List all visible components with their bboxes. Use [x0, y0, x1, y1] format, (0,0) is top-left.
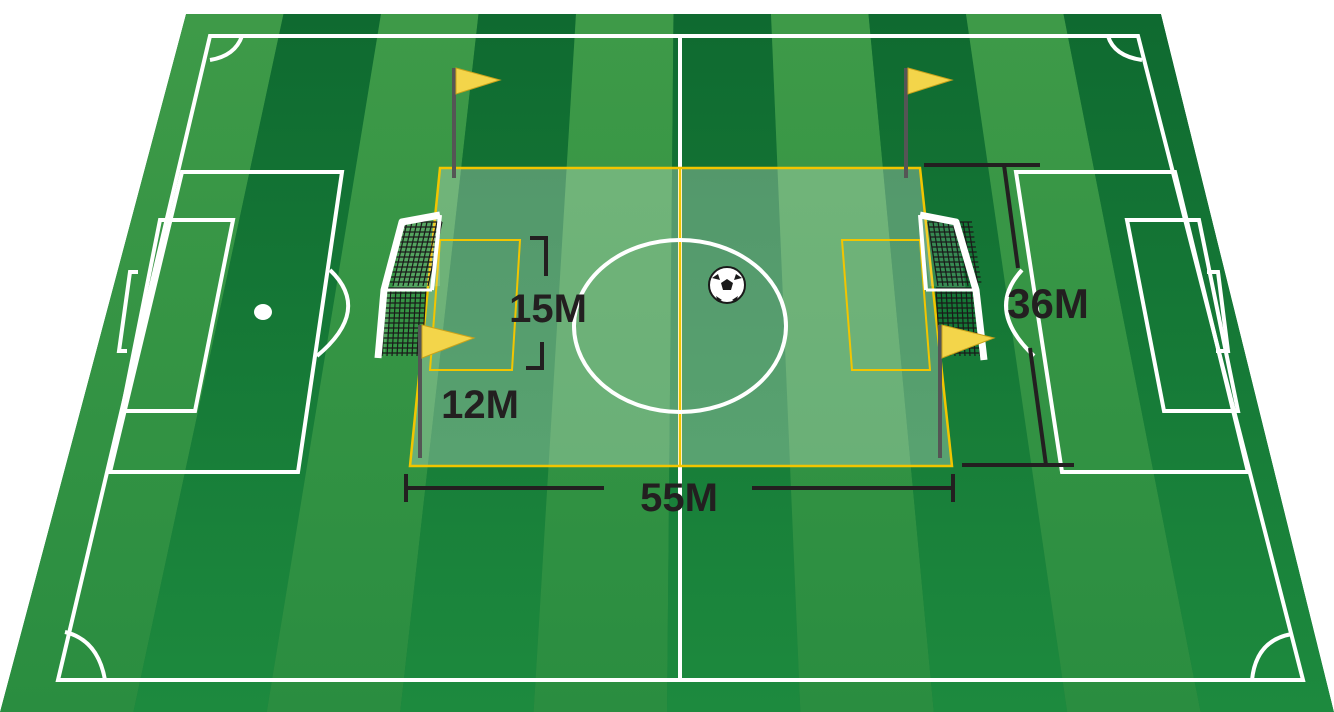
left-penalty-spot [254, 304, 272, 320]
depth-label: 36M [1007, 280, 1089, 327]
soccer-ball-icon [709, 267, 745, 303]
width-label: 55M [640, 476, 718, 520]
box-width-label: 15M [509, 287, 587, 331]
box-depth-label: 12M [441, 383, 519, 427]
